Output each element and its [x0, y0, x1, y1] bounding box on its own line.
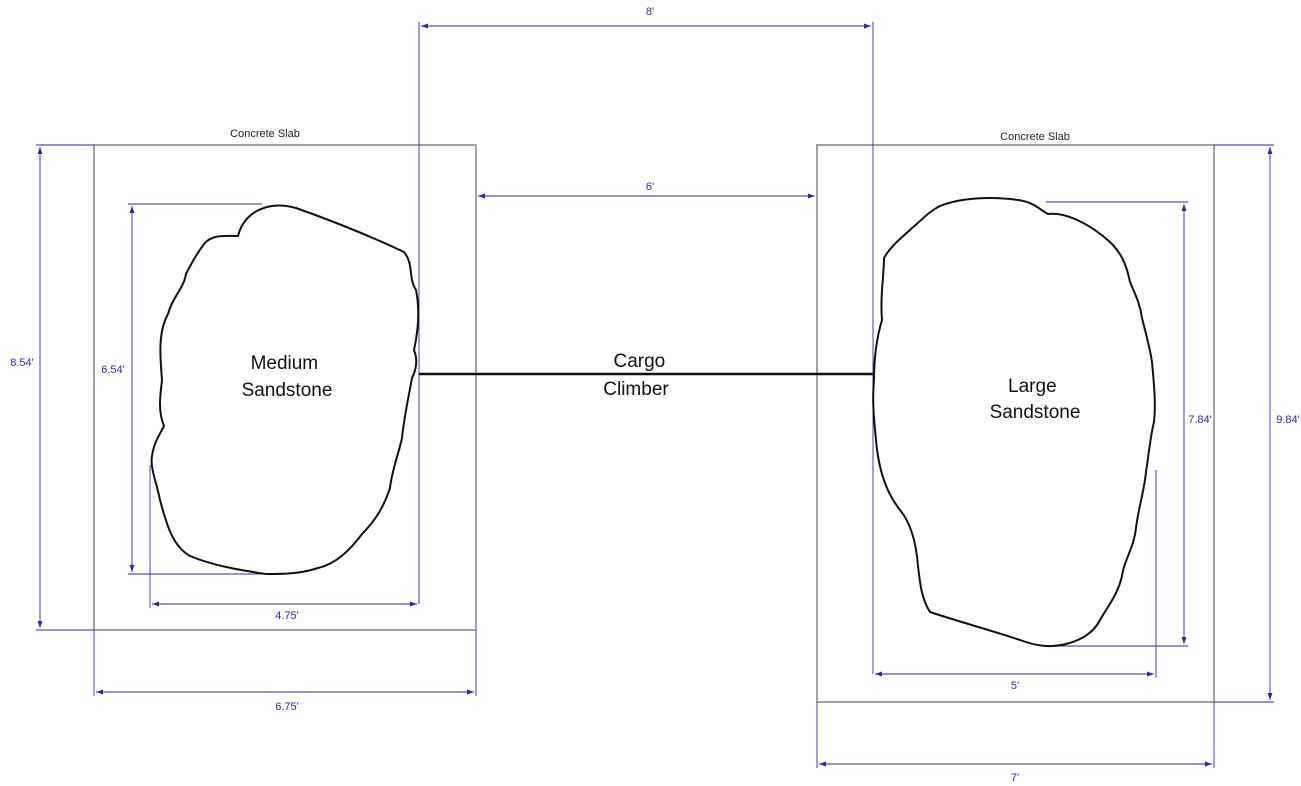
right-slab-label: Concrete Slab — [1000, 131, 1070, 143]
gap-label: 6' — [646, 181, 654, 193]
large-sandstone-label: Large Sandstone — [990, 376, 1081, 423]
left-slab-width-label: 6.75' — [275, 701, 299, 713]
cargo-label-line-1: Cargo — [613, 351, 665, 372]
right-slab-width-label: 7' — [1011, 772, 1019, 784]
medium-sandstone-outline — [150, 204, 420, 575]
overall-span-label: 8' — [646, 6, 654, 18]
right-slab-height-label: 9.84' — [1276, 414, 1300, 426]
left-slab-height-label: 8.54' — [10, 357, 34, 369]
right-stone-width-label: 5' — [1011, 680, 1019, 692]
large-sandstone-outline — [872, 197, 1156, 648]
large-label-line-1: Large — [1008, 376, 1057, 397]
medium-label-line-1: Medium — [251, 353, 319, 374]
right-concrete-slab — [816, 144, 1215, 703]
left-stone-width-label: 4.75' — [275, 610, 299, 622]
left-concrete-slab — [93, 144, 477, 631]
medium-sandstone-label: Medium Sandstone — [242, 353, 333, 401]
left-stone-height-label: 6.54' — [101, 364, 125, 376]
cargo-label-line-2: Climber — [603, 379, 669, 400]
right-stone-height-label: 7.84' — [1188, 414, 1212, 426]
large-label-line-2: Sandstone — [990, 402, 1081, 423]
left-slab-label: Concrete Slab — [230, 128, 300, 140]
cargo-climber-label: Cargo Climber — [603, 351, 670, 400]
medium-label-line-2: Sandstone — [242, 380, 333, 401]
